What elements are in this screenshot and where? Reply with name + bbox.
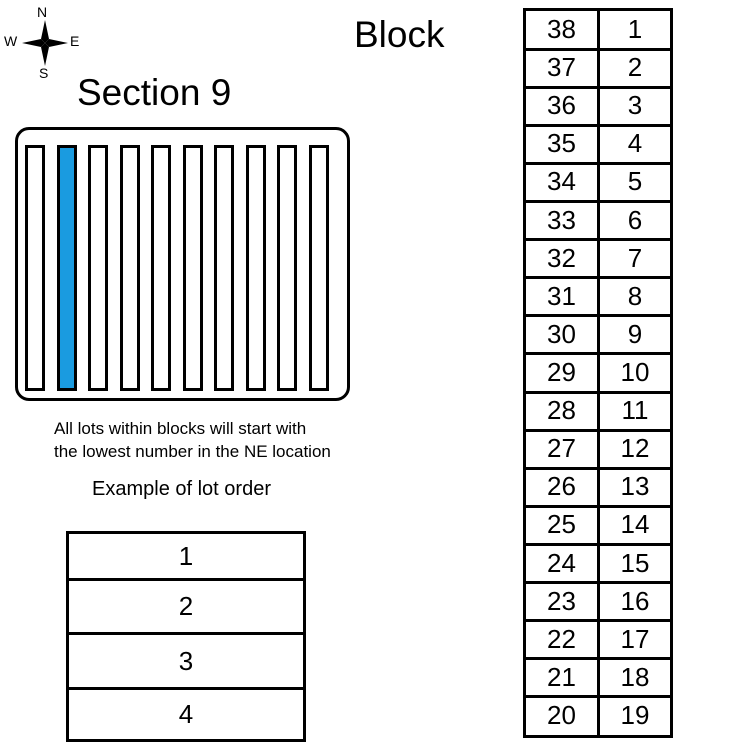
block-lot-right: 18 <box>620 661 650 692</box>
example-lot-divider <box>69 632 303 635</box>
compass-north-label: N <box>37 4 48 20</box>
block-row-divider <box>526 238 670 242</box>
block-lot-left: 28 <box>547 395 576 426</box>
block-lot-right: 10 <box>620 356 650 387</box>
block-lot-right: 2 <box>627 52 643 83</box>
block-row-divider <box>526 504 670 508</box>
example-lot-2: 2 <box>178 591 194 621</box>
lot-strip <box>120 145 140 391</box>
block-lot-right: 7 <box>627 242 643 273</box>
block-row-divider <box>526 276 670 280</box>
example-lot-divider <box>69 687 303 690</box>
section-title: Section 9 <box>77 72 232 113</box>
block-lot-left: 37 <box>547 52 576 83</box>
block-lot-left: 24 <box>547 547 576 578</box>
block-lot-left: 25 <box>547 509 576 540</box>
example-lot-4: 4 <box>178 699 194 729</box>
block-lot-right: 15 <box>620 547 650 578</box>
block-row-divider <box>526 47 670 51</box>
block-lot-right: 6 <box>627 204 643 235</box>
block-lot-right: 19 <box>620 699 650 730</box>
block-lot-left: 26 <box>547 471 576 502</box>
block-lot-right: 11 <box>621 395 649 426</box>
block-lot-left: 22 <box>547 623 576 654</box>
block-row-divider <box>526 352 670 356</box>
block-row-divider <box>526 657 670 661</box>
block-lot-right: 5 <box>627 166 643 197</box>
block-lot-right: 12 <box>620 433 650 464</box>
example-lot-table: 1 2 3 4 <box>66 531 306 742</box>
block-lot-left: 33 <box>547 204 576 235</box>
block-lot-left: 38 <box>547 14 576 45</box>
block-lot-right: 13 <box>620 471 650 502</box>
block-row-divider <box>526 200 670 204</box>
block-row-divider <box>526 542 670 546</box>
block-lot-right: 17 <box>620 623 650 654</box>
lot-strip <box>309 145 329 391</box>
block-row-divider <box>526 695 670 699</box>
lot-order-note-line-2: the lowest number in the NE location <box>54 442 331 461</box>
lot-strip <box>151 145 171 391</box>
block-lot-right: 4 <box>627 128 643 159</box>
lot-strip <box>88 145 108 391</box>
example-label: Example of lot order <box>92 478 271 500</box>
block-lot-right: 8 <box>627 280 643 311</box>
block-lot-right: 14 <box>620 509 650 540</box>
block-lot-left: 32 <box>547 242 576 273</box>
block-row-divider <box>526 466 670 470</box>
block-lot-right: 3 <box>627 90 643 121</box>
example-lot-1: 1 <box>178 540 194 571</box>
block-lot-left: 34 <box>547 166 576 197</box>
block-lot-right: 1 <box>627 14 643 45</box>
example-lot-3: 3 <box>178 645 194 676</box>
compass-west-label: W <box>4 33 18 49</box>
block-lot-left: 21 <box>547 661 576 692</box>
compass-south-label: S <box>39 65 49 81</box>
lot-strip <box>183 145 203 391</box>
block-row-divider <box>526 85 670 89</box>
block-lot-left: 20 <box>547 699 576 730</box>
example-lot-divider <box>69 578 303 581</box>
block-lot-left: 27 <box>547 433 576 464</box>
block-lot-left: 35 <box>547 128 576 159</box>
section-map <box>15 127 350 401</box>
block-lot-table: 38 1 37 2 36 3 35 4 34 5 33 6 32 7 31 8 30 9 29 10 28 11 27 12 2… <box>523 8 673 738</box>
block-row-divider <box>526 390 670 394</box>
block-lot-right: 9 <box>627 318 643 349</box>
compass-star-icon <box>22 20 68 66</box>
lot-strip <box>214 145 234 391</box>
lot-strip <box>25 145 45 391</box>
block-row-divider <box>526 314 670 318</box>
block-column-divider <box>597 11 600 735</box>
lot-strip-highlighted <box>57 145 77 391</box>
block-row-divider <box>526 581 670 585</box>
compass-rose: N W E S <box>2 2 86 84</box>
lot-order-note-line-1: All lots within blocks will start with <box>54 419 307 438</box>
compass-east-label: E <box>70 33 80 49</box>
block-row-divider <box>526 619 670 623</box>
block-lot-left: 30 <box>547 318 576 349</box>
lot-strip <box>277 145 297 391</box>
block-lot-left: 29 <box>547 356 576 387</box>
block-lot-left: 36 <box>547 90 576 121</box>
block-lot-right: 16 <box>620 585 650 616</box>
block-lot-left: 23 <box>547 585 576 616</box>
block-row-divider <box>526 123 670 127</box>
block-row-divider <box>526 428 670 432</box>
block-title: Block <box>354 14 445 55</box>
block-row-divider <box>526 161 670 165</box>
block-lot-left: 31 <box>547 280 576 311</box>
lot-strip <box>246 145 266 391</box>
